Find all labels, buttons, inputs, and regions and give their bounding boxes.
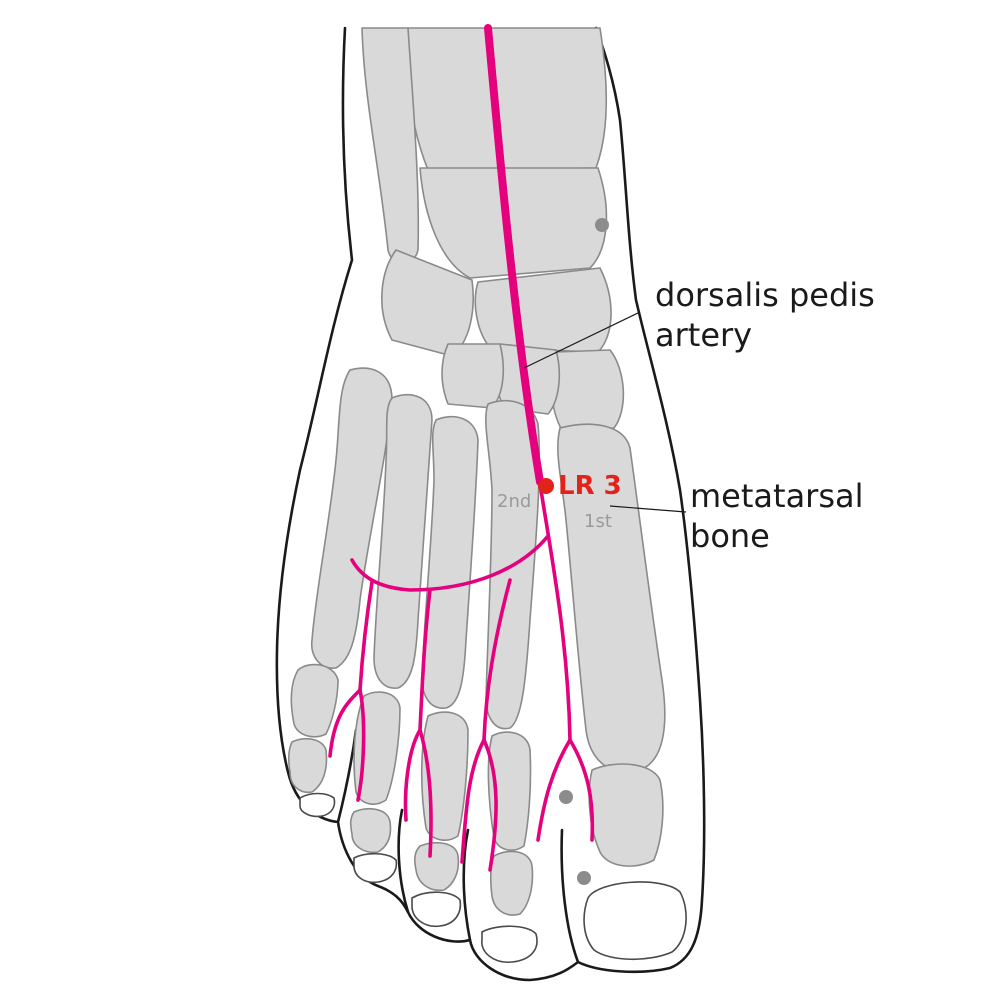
nail-toe-2 xyxy=(481,925,538,963)
artery-digital-1b xyxy=(568,738,595,842)
metatarsal-4 xyxy=(373,393,433,689)
artery-digital-3b xyxy=(482,738,498,872)
artery-digital-1a xyxy=(536,738,572,842)
second-metatarsal-label: 2nd xyxy=(497,491,531,512)
phalanx-2-distal xyxy=(489,850,534,916)
artery-digital-3a xyxy=(460,738,486,864)
phalanx-5-proximal xyxy=(290,663,339,738)
artery-branch-3 xyxy=(418,588,432,732)
nail-toe-1 xyxy=(583,881,687,961)
bone-leader-line xyxy=(609,505,687,513)
toe-contour-2 xyxy=(397,808,410,914)
artery-digital-5b xyxy=(356,688,366,802)
lr3-label: LR 3 xyxy=(558,471,622,501)
phalanx-4-proximal xyxy=(353,691,401,805)
artery-branch-2 xyxy=(482,578,512,742)
phalanx-3-proximal xyxy=(420,711,469,841)
reference-marker-toe-1 xyxy=(559,790,573,804)
bone-label-line2: bone xyxy=(690,517,770,555)
nail-toe-3 xyxy=(411,891,462,928)
navicular-bone xyxy=(474,267,612,353)
tibia-bone xyxy=(406,27,608,171)
arcuate-artery xyxy=(350,534,550,592)
cuneiform-bone-3 xyxy=(441,343,505,409)
lr3-point-marker xyxy=(538,478,554,494)
bone-label-line1: metatarsal xyxy=(690,477,864,515)
phalanx-2-proximal xyxy=(487,731,532,851)
artery-label-line2: artery xyxy=(655,316,752,354)
first-metatarsal-label: 1st xyxy=(584,511,612,532)
phalanx-5-distal xyxy=(287,737,328,794)
nail-toe-4 xyxy=(353,852,398,884)
artery-branch-4 xyxy=(358,580,374,692)
talus-bone xyxy=(419,167,608,279)
dorsalis-pedis-artery xyxy=(484,24,544,486)
phalanx-1-proximal xyxy=(588,763,664,867)
nail-toe-5 xyxy=(299,792,336,818)
artery-network xyxy=(328,24,595,872)
cuneiform-bone-1 xyxy=(550,349,625,431)
artery-branch-main-down xyxy=(538,482,572,742)
artery-digital-4b xyxy=(418,728,433,858)
phalanx-3-distal xyxy=(414,842,460,892)
artery-label-line1: dorsalis pedis xyxy=(655,276,875,314)
reference-marker-toe-2 xyxy=(577,871,591,885)
toe-contour-3 xyxy=(462,828,472,942)
artery-digital-4a xyxy=(403,728,422,822)
metatarsal-3 xyxy=(421,415,479,709)
toe-contour-4 xyxy=(560,828,580,964)
reference-marker-ankle xyxy=(595,218,609,232)
phalanx-4-distal xyxy=(349,808,392,854)
artery-digital-5a xyxy=(328,688,362,758)
artery-leader-line xyxy=(523,311,641,369)
